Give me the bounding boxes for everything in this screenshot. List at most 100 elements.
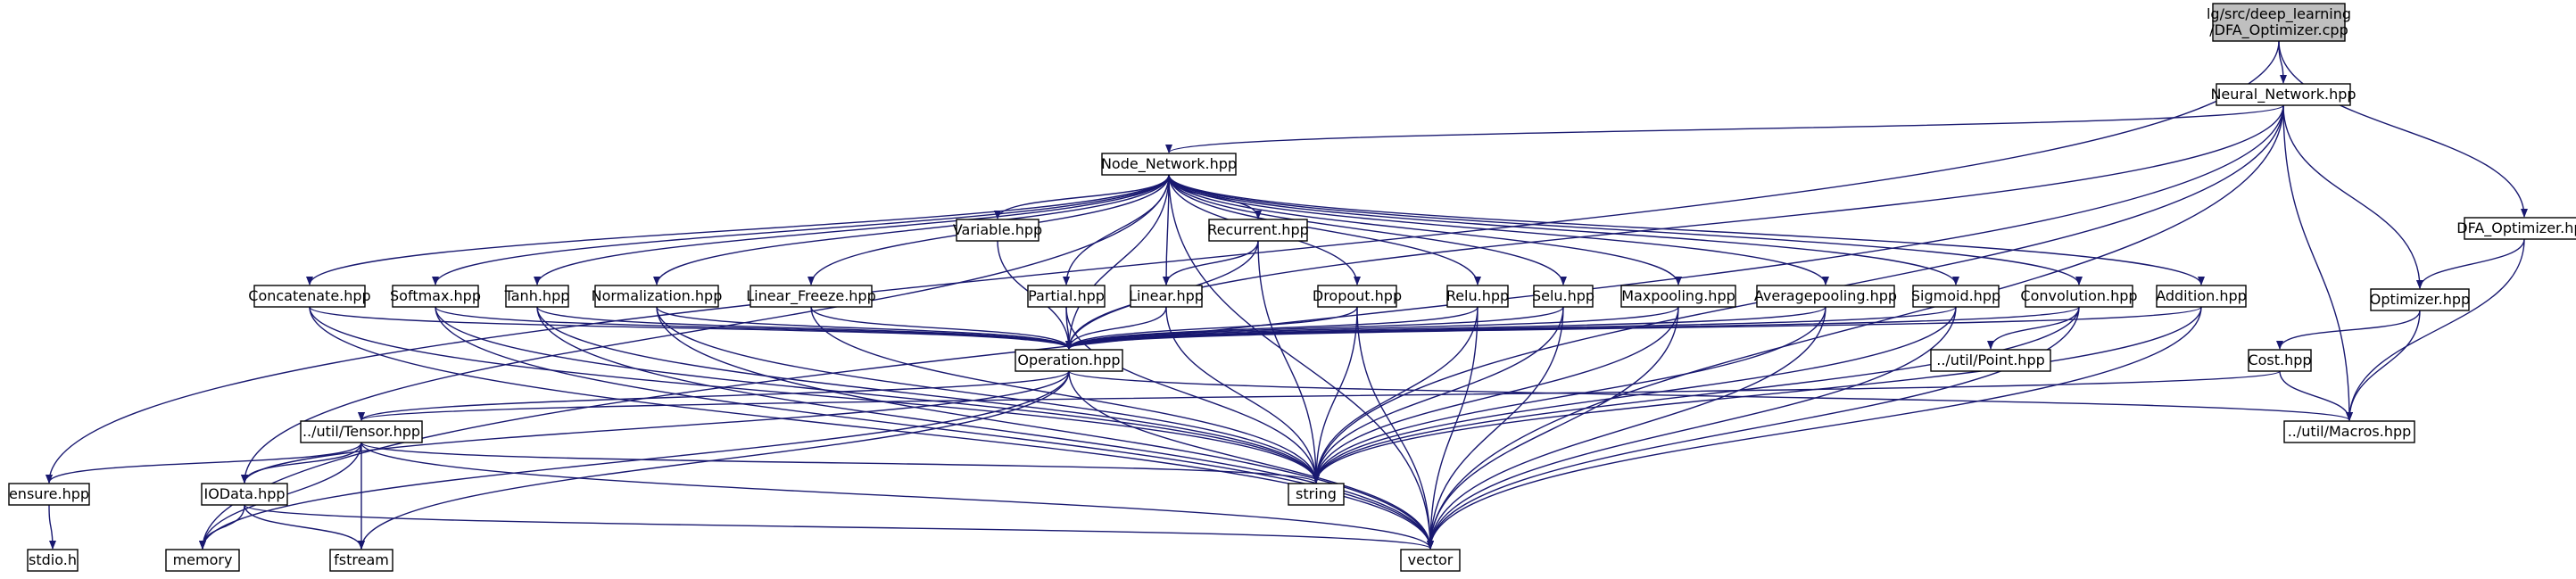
edge-optimizer-to-macros xyxy=(2346,310,2421,421)
edge-operation-to-tensor xyxy=(358,370,1070,421)
edge-operation-to-vector xyxy=(1068,370,1434,550)
edge-normalization-to-vector xyxy=(656,306,1434,550)
node-tanh[interactable]: Tanh.hpp xyxy=(504,285,570,308)
edge-node_network-to-recurrent xyxy=(1168,174,1262,219)
edge-addition-to-operation xyxy=(1065,306,2202,350)
node-tensor[interactable]: ../util/Tensor.hpp xyxy=(300,420,423,443)
node-variable[interactable]: Variable.hpp xyxy=(953,219,1042,242)
node-root[interactable]: lg/src/deep_learning/DFA_Optimizer.cpp xyxy=(2207,3,2351,42)
edge-normalization-to-string xyxy=(656,306,1320,484)
node-label: lg/src/deep_learning xyxy=(2207,5,2351,23)
edge-addition-to-vector xyxy=(1427,306,2202,550)
edge-addition-to-string xyxy=(1313,306,2202,484)
node-convolution[interactable]: Convolution.hpp xyxy=(2020,285,2138,308)
node-box xyxy=(1620,285,1736,308)
node-label: memory xyxy=(173,551,233,568)
edge-recurrent-to-string xyxy=(1257,240,1320,484)
edge-selu-to-string xyxy=(1313,306,1564,484)
node-label: vector xyxy=(1408,551,1454,568)
node-box xyxy=(165,549,240,572)
node-box xyxy=(329,549,393,572)
node-box xyxy=(2212,3,2346,42)
edge-recurrent-to-linear xyxy=(1163,240,1259,285)
node-operation[interactable]: Operation.hpp xyxy=(1015,349,1123,372)
node-linear[interactable]: Linear.hpp xyxy=(1129,285,1204,308)
node-label: stdio.h xyxy=(29,551,77,568)
node-box xyxy=(956,219,1040,242)
node-label: IOData.hpp xyxy=(203,485,285,502)
edge-cost-to-macros xyxy=(2279,370,2353,421)
edge-iodata-to-vector xyxy=(244,504,1434,550)
edge-concatenate-to-string xyxy=(309,306,1320,484)
edge-optimizer-to-cost xyxy=(2276,310,2421,350)
node-box xyxy=(201,483,288,506)
edge-sigmoid-to-vector xyxy=(1427,306,1957,550)
node-string: string xyxy=(1288,483,1345,506)
edge-node_network-to-operation xyxy=(1065,174,1170,350)
edge-relu-to-string xyxy=(1313,306,1479,484)
edge-node_network-to-normalization xyxy=(653,174,1170,285)
node-iodata[interactable]: IOData.hpp xyxy=(201,483,288,506)
node-box xyxy=(2283,420,2415,443)
node-ensure[interactable]: ensure.hpp xyxy=(8,483,90,506)
node-sigmoid[interactable]: Sigmoid.hpp xyxy=(1911,285,2000,308)
edge-dropout-to-vector xyxy=(1356,306,1434,550)
edge-node_network-to-sigmoid xyxy=(1168,174,1959,285)
node-recurrent[interactable]: Recurrent.hpp xyxy=(1207,219,1309,242)
node-label: Neural_Network.hpp xyxy=(2210,86,2356,103)
edge-convolution-to-vector xyxy=(1427,306,2080,550)
node-concatenate[interactable]: Concatenate.hpp xyxy=(248,285,371,308)
edge-tensor-to-ensure xyxy=(46,442,362,484)
edge-node_network-to-relu xyxy=(1168,174,1481,285)
edge-node_network-to-variable xyxy=(994,174,1170,219)
edge-dropout-to-string xyxy=(1313,306,1358,484)
node-selu[interactable]: Selu.hpp xyxy=(1532,285,1594,308)
node-neural-network[interactable]: Neural_Network.hpp xyxy=(2210,83,2357,106)
edge-operation-to-memory xyxy=(199,370,1070,550)
edge-linear_freeze-to-operation xyxy=(810,306,1073,350)
edge-sigmoid-to-operation xyxy=(1065,306,1957,350)
edge-layer xyxy=(46,40,2528,550)
node-box xyxy=(1101,153,1237,176)
node-dropout[interactable]: Dropout.hpp xyxy=(1313,285,1402,308)
node-box xyxy=(1130,285,1203,308)
node-averagepooling[interactable]: Averagepooling.hpp xyxy=(1754,285,1897,308)
node-partial[interactable]: Partial.hpp xyxy=(1027,285,1106,308)
node-label: Concatenate.hpp xyxy=(248,287,370,304)
node-macros[interactable]: ../util/Macros.hpp xyxy=(2283,420,2415,443)
node-box xyxy=(253,285,366,308)
node-optimizer[interactable]: Optimizer.hpp xyxy=(2370,288,2470,311)
node-box xyxy=(2248,349,2312,372)
edge-node_network-to-selu xyxy=(1168,174,1567,285)
node-maxpooling[interactable]: Maxpooling.hpp xyxy=(1620,285,1736,308)
edge-neural_network-to-vector xyxy=(1427,104,2284,550)
node-label: Linear.hpp xyxy=(1129,287,1204,304)
node-node-network[interactable]: Node_Network.hpp xyxy=(1101,153,1237,176)
node-normalization[interactable]: Normalization.hpp xyxy=(592,285,723,308)
node-box xyxy=(1400,549,1461,572)
edge-dfa_optimizer-to-macros xyxy=(2346,238,2525,421)
node-softmax[interactable]: Softmax.hpp xyxy=(390,285,481,308)
node-addition[interactable]: Addition.hpp xyxy=(2156,285,2247,308)
node-point[interactable]: ../util/Point.hpp xyxy=(1930,349,2051,372)
node-relu[interactable]: Relu.hpp xyxy=(1446,285,1509,308)
node-box xyxy=(1015,349,1123,372)
node-dfa-optimizer[interactable]: DFA_Optimizer.hpp xyxy=(2456,217,2576,240)
edge-softmax-to-string xyxy=(435,306,1320,484)
node-label: Relu.hpp xyxy=(1446,287,1509,304)
node-linear-freeze[interactable]: Linear_Freeze.hpp xyxy=(746,285,876,308)
edge-iodata-to-fstream xyxy=(244,504,365,550)
node-cost[interactable]: Cost.hpp xyxy=(2248,349,2312,372)
edge-node_network-to-linear xyxy=(1163,174,1171,285)
edge-relu-to-operation xyxy=(1065,306,1479,350)
edge-averagepooling-to-vector xyxy=(1427,306,1826,550)
node-label: Normalization.hpp xyxy=(592,287,723,304)
node-box xyxy=(2464,217,2576,240)
node-box xyxy=(1912,285,2000,308)
edge-softmax-to-vector xyxy=(435,306,1434,550)
edge-node_network-to-maxpooling xyxy=(1168,174,1682,285)
edge-dropout-to-operation xyxy=(1065,306,1358,350)
node-layer: lg/src/deep_learning/DFA_Optimizer.cppNe… xyxy=(8,3,2576,572)
edge-maxpooling-to-string xyxy=(1313,306,1679,484)
edge-concatenate-to-operation xyxy=(309,306,1073,350)
